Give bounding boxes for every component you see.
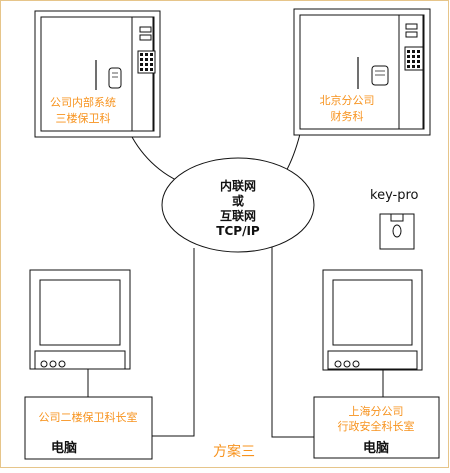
- bottom-right-line2: 行政安全科长室: [338, 419, 415, 433]
- computer-left: [29, 269, 131, 397]
- bottom-left-station: 公司二楼保卫科长室 电脑: [24, 396, 153, 460]
- key-pro-device: key-pro: [370, 188, 419, 250]
- monitor-button-icon: [343, 360, 351, 368]
- top-left-label-line2: 三楼保卫科: [56, 111, 111, 125]
- bottom-left-device: 电脑: [51, 440, 77, 456]
- server-cabinet-top-left: 公司内部系统 三楼保卫科: [34, 10, 161, 138]
- monitor-button-icon: [352, 360, 360, 368]
- monitor-button-icon: [334, 360, 342, 368]
- diagram-caption: 方案三: [213, 443, 255, 460]
- network-ellipse: [161, 157, 315, 253]
- status-light: [139, 34, 152, 41]
- lock-icon: [371, 65, 389, 86]
- lock-icon: [108, 67, 122, 89]
- network-label-line2: 或: [232, 193, 244, 208]
- monitor-button-icon: [49, 360, 57, 368]
- server-cabinet-top-right: 北京分公司 财务科: [293, 8, 431, 136]
- key-pro-label: key-pro: [370, 188, 419, 203]
- network-label-line4: TCP/IP: [216, 224, 260, 238]
- floppy-hole: [392, 224, 402, 238]
- top-left-label-line1: 公司内部系统: [50, 95, 116, 109]
- monitor-button-icon: [58, 360, 66, 368]
- status-light: [139, 26, 152, 33]
- keypad-buttons: [140, 53, 153, 71]
- bottom-right-line1: 上海分公司: [349, 404, 404, 418]
- status-light: [405, 23, 418, 30]
- top-right-label-line2: 财务科: [331, 109, 364, 123]
- monitor-base-panel: [34, 350, 126, 370]
- monitor-base-panel: [327, 350, 418, 370]
- bottom-left-title: 公司二楼保卫科长室: [39, 410, 138, 424]
- station-box: [313, 396, 440, 459]
- station-box: [24, 396, 153, 460]
- keypad-buttons: [407, 50, 420, 68]
- monitor-screen: [39, 279, 121, 346]
- cabinet-side-panel: [398, 14, 424, 130]
- network-label-line1: 内联网: [220, 178, 256, 193]
- link-bottom-left: [152, 248, 195, 437]
- bottom-right-device: 电脑: [363, 440, 389, 456]
- keypad-icon: [137, 50, 156, 74]
- link-bottom-right: [271, 246, 314, 438]
- bottom-right-station: 上海分公司 行政安全科长室 电脑: [313, 396, 440, 459]
- computer-right: [322, 269, 423, 397]
- top-right-label-line1: 北京分公司: [320, 93, 375, 107]
- network-cloud: 内联网 或 互联网 TCP/IP: [161, 157, 315, 253]
- cabinet-side-panel: [131, 16, 154, 132]
- monitor-button-icon: [40, 360, 48, 368]
- floppy-shutter: [390, 213, 404, 222]
- network-label-line3: 互联网: [220, 209, 256, 223]
- monitor-screen: [332, 279, 413, 346]
- status-light: [405, 31, 418, 38]
